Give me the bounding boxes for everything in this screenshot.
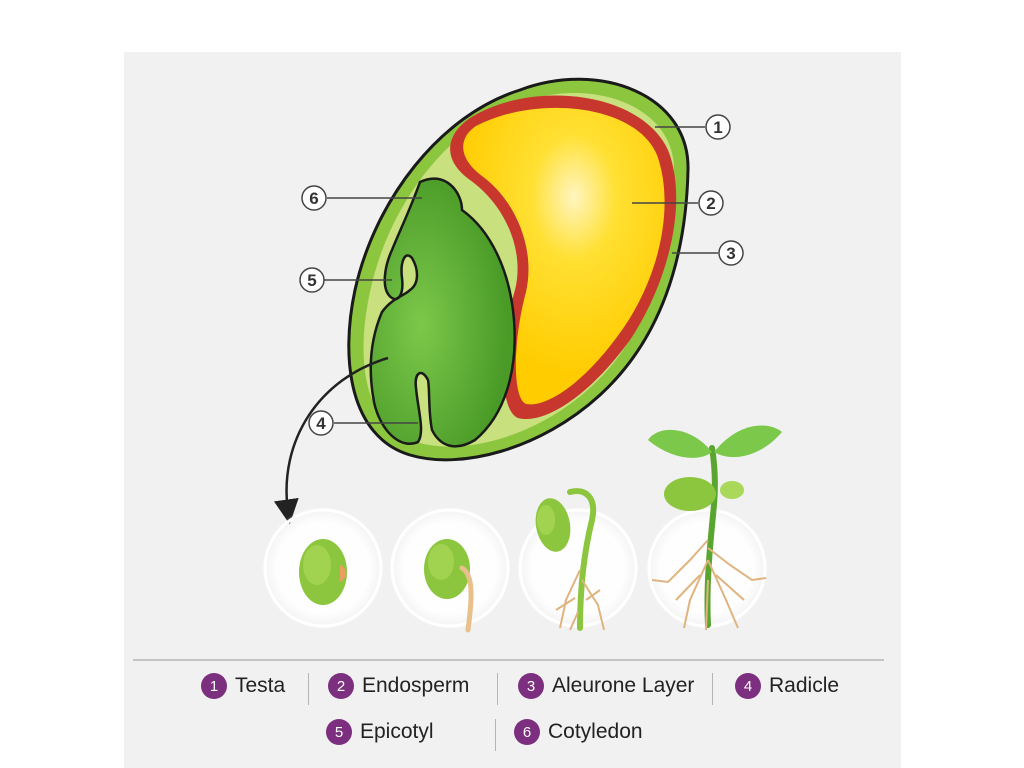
legend-item-testa: 1 Testa: [201, 673, 285, 699]
svg-text:3: 3: [726, 244, 735, 263]
germination-arrow: [273, 356, 389, 525]
legend-badge: 4: [735, 673, 761, 699]
stage-1-seed: [299, 539, 347, 605]
legend-label: Endosperm: [362, 674, 470, 697]
endosperm-shape: [463, 107, 665, 405]
legend-item-epicotyl: 5 Epicotyl: [326, 719, 434, 745]
callout-3: 3: [718, 240, 744, 266]
legend-separator: [495, 719, 496, 751]
legend-badge: 5: [326, 719, 352, 745]
callout-5: 5: [299, 267, 325, 293]
legend-badge: 1: [201, 673, 227, 699]
legend-badge: 2: [328, 673, 354, 699]
svg-text:4: 4: [316, 414, 326, 433]
legend-badge: 6: [514, 719, 540, 745]
stage-2-seed: [424, 539, 474, 633]
legend-item-aleurone-layer: 3 Aleurone Layer: [518, 673, 694, 699]
legend-separator: [497, 673, 498, 705]
svg-text:5: 5: [307, 271, 316, 290]
legend-item-radicle: 4 Radicle: [735, 673, 839, 699]
legend-label: Radicle: [769, 674, 840, 697]
legend-label: Aleurone Layer: [552, 674, 695, 697]
callout-lines: [324, 126, 718, 424]
svg-text:2: 2: [706, 194, 715, 213]
callout-2: 2: [698, 190, 724, 216]
legend-separator: [712, 673, 713, 705]
svg-text:6: 6: [309, 189, 318, 208]
legend-separator: [308, 673, 309, 705]
legend-label: Testa: [235, 674, 286, 697]
embryo-shape: [369, 177, 516, 448]
stage-4-seedling: [648, 425, 782, 631]
stage-3-seedling: [535, 488, 605, 631]
legend-item-cotyledon: 6 Cotyledon: [514, 719, 643, 745]
legend-item-endosperm: 2 Endosperm: [328, 673, 469, 699]
legend-label: Epicotyl: [360, 720, 434, 743]
legend-badge: 3: [518, 673, 544, 699]
svg-text:1: 1: [713, 118, 722, 137]
legend-label: Cotyledon: [548, 720, 643, 743]
callout-6: 6: [301, 185, 327, 211]
callout-4: 4: [308, 410, 334, 436]
callout-1: 1: [705, 114, 731, 140]
